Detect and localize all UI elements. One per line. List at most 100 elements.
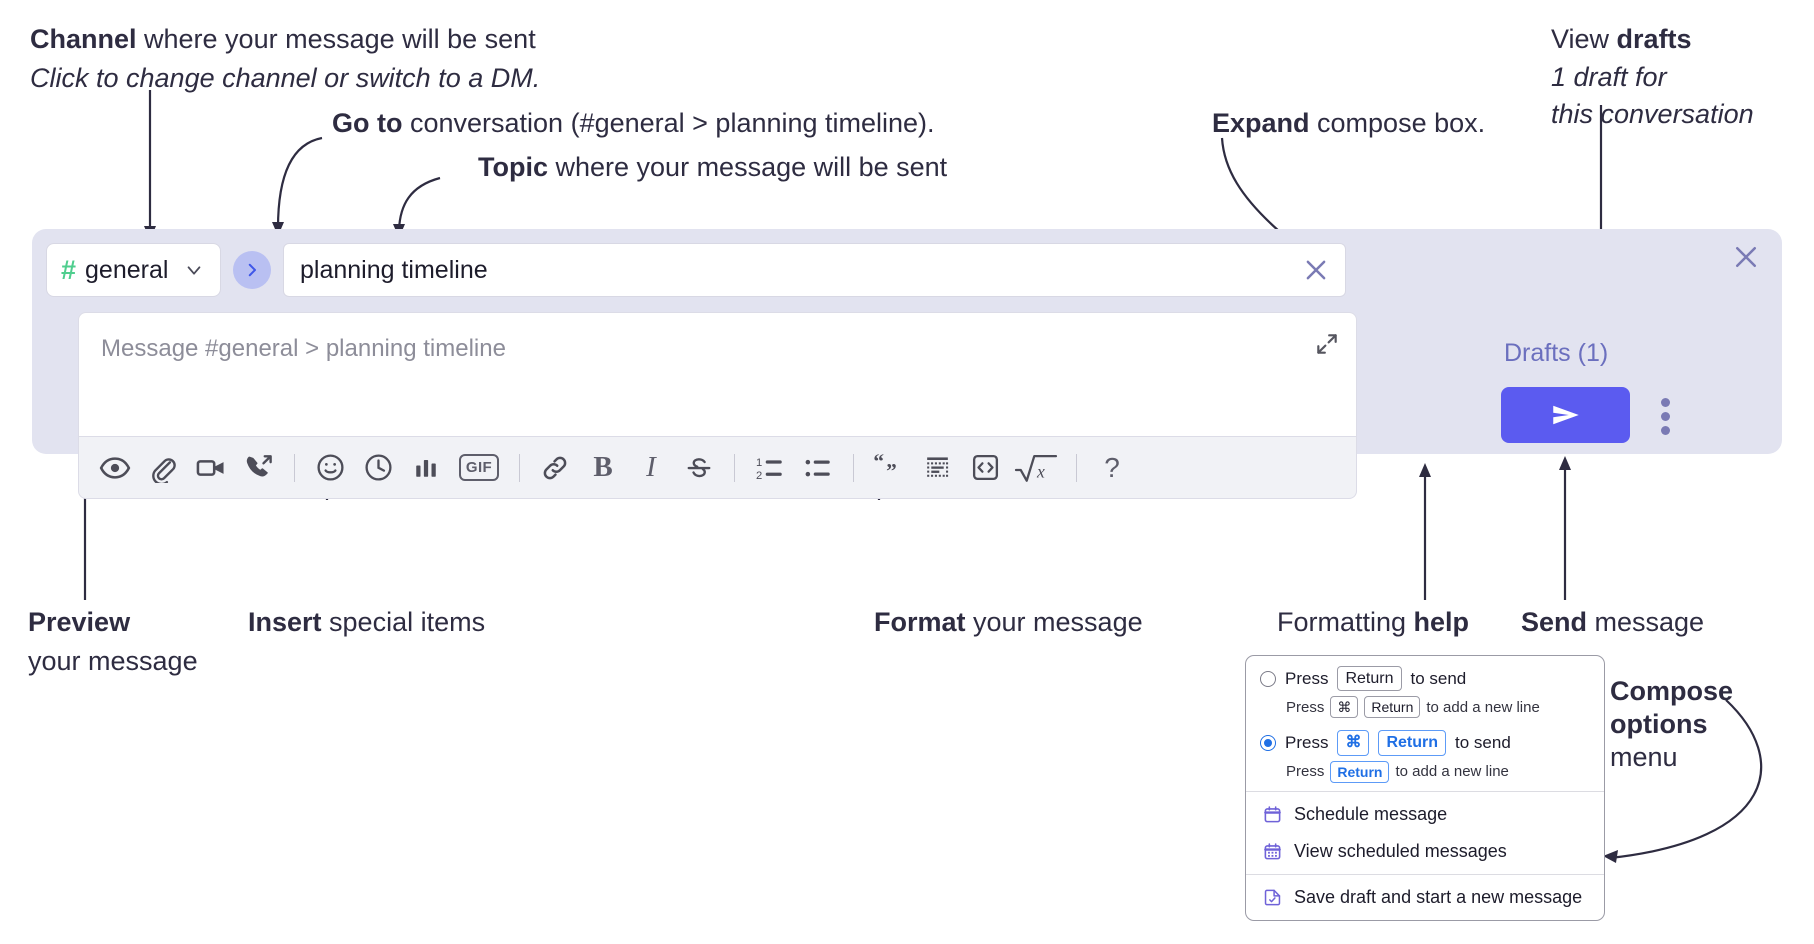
svg-text:x: x <box>1036 461 1045 481</box>
annotation-insert: Insert special items <box>248 605 485 640</box>
annotation-compose-options-bold2: options <box>1610 708 1708 739</box>
annotation-goto-rest: conversation (#general > planning timeli… <box>402 108 935 138</box>
annotation-format: Format your message <box>874 605 1143 640</box>
annotation-format-rest: your message <box>965 607 1143 637</box>
annotation-drafts: View drafts 1 draft for this conversatio… <box>1551 22 1754 132</box>
key-command: ⌘ <box>1330 696 1359 719</box>
annotation-compose-options-rest: menu <box>1610 741 1678 772</box>
annotation-format-bold: Format <box>874 607 966 637</box>
option1-post: to send <box>1410 668 1467 688</box>
annotation-help-bold: help <box>1413 607 1470 637</box>
annotation-topic: Topic where your message will be sent <box>478 150 947 185</box>
radio-unselected-icon[interactable] <box>1260 670 1276 687</box>
paperclip-icon[interactable] <box>139 444 187 492</box>
annotation-channel-bold: Channel <box>30 24 137 54</box>
emoji-icon[interactable] <box>306 444 354 492</box>
question-mark-icon[interactable]: ? <box>1088 444 1136 492</box>
annotation-topic-rest: where your message will be sent <box>548 152 948 182</box>
strikethrough-icon[interactable] <box>675 444 723 492</box>
annotation-preview-bold: Preview <box>28 607 131 637</box>
key-command: ⌘ <box>1337 730 1370 756</box>
italic-icon[interactable]: I <box>627 444 675 492</box>
annotation-expand-bold: Expand <box>1212 108 1310 138</box>
calendar-icon <box>1262 804 1283 825</box>
kebab-dot <box>1660 411 1670 421</box>
bar-chart-icon[interactable] <box>402 444 450 492</box>
blockquote-icon[interactable]: “ ” <box>865 444 913 492</box>
bullet-list-icon[interactable] <box>794 444 842 492</box>
toolbar-separator <box>734 453 735 482</box>
annotation-compose-options: Compose options menu <box>1610 675 1733 774</box>
option2-sub-pre: Press <box>1286 763 1325 781</box>
popup-divider <box>1246 790 1604 792</box>
key-return: Return <box>1337 666 1402 692</box>
phone-forward-icon[interactable] <box>235 444 283 492</box>
svg-text:“: “ <box>873 451 884 473</box>
send-button[interactable] <box>1501 387 1630 443</box>
annotation-topic-bold: Topic <box>478 152 548 182</box>
annotation-compose-options-bold1: Compose <box>1610 676 1734 706</box>
annotation-help: Formatting help <box>1277 605 1469 640</box>
annotation-insert-rest: special items <box>321 607 486 637</box>
send-option-return-hint: Press ⌘ Return to add a new line <box>1286 696 1590 719</box>
clear-topic-icon[interactable] <box>1301 255 1331 285</box>
channel-selector[interactable]: # general <box>46 243 221 297</box>
annotation-drafts-sub1: 1 draft for <box>1551 61 1667 92</box>
annotation-send: Send message <box>1521 605 1704 640</box>
popup-divider <box>1246 873 1604 875</box>
key-return: Return <box>1330 760 1390 783</box>
italic-glyph: I <box>646 451 656 483</box>
option1-pre: Press <box>1285 668 1329 688</box>
topic-input[interactable]: planning timeline <box>283 243 1346 297</box>
annotation-goto-bold: Go to <box>332 108 403 138</box>
send-option-return[interactable]: Press Return to send <box>1260 666 1590 692</box>
link-icon[interactable] <box>531 444 579 492</box>
video-camera-icon[interactable] <box>187 444 235 492</box>
annotation-expand: Expand compose box. <box>1212 106 1485 141</box>
drafts-link[interactable]: Drafts (1) <box>1504 339 1609 367</box>
compose-options-menu-button[interactable] <box>1652 396 1678 436</box>
math-icon[interactable]: x <box>1009 444 1065 492</box>
send-option-cmd-return[interactable]: Press ⌘ Return to send <box>1260 730 1590 756</box>
option2-sub-post: to add a new line <box>1395 763 1509 781</box>
clock-icon[interactable] <box>354 444 402 492</box>
hash-icon: # <box>61 254 77 285</box>
gif-icon[interactable]: GIF <box>450 444 508 492</box>
menu-item-schedule-message[interactable]: Schedule message <box>1246 796 1604 833</box>
option1-sub-pre: Press <box>1286 698 1325 716</box>
option2-pre: Press <box>1285 733 1329 753</box>
option2-post: to send <box>1455 733 1511 753</box>
menu-item-label: View scheduled messages <box>1294 840 1507 861</box>
annotation-channel-sub: Click to change channel or switch to a D… <box>30 62 541 93</box>
compose-box: # general planning timeline Message #gen… <box>32 229 1782 499</box>
menu-item-save-draft[interactable]: Save draft and start a new message <box>1246 879 1604 916</box>
bold-glyph: B <box>593 451 613 483</box>
go-to-conversation-button[interactable] <box>233 251 271 289</box>
message-input[interactable]: Message #general > planning timeline <box>78 312 1357 437</box>
annotation-goto: Go to conversation (#general > planning … <box>332 106 935 141</box>
annotation-insert-bold: Insert <box>248 607 322 637</box>
close-icon[interactable] <box>1728 239 1764 275</box>
radio-selected-icon[interactable] <box>1260 735 1276 752</box>
key-return: Return <box>1378 730 1447 756</box>
svg-text:1: 1 <box>756 457 762 469</box>
kebab-dot <box>1660 397 1670 407</box>
menu-item-view-scheduled-messages[interactable]: View scheduled messages <box>1246 833 1604 870</box>
help-glyph: ? <box>1104 451 1120 483</box>
bold-icon[interactable]: B <box>579 444 627 492</box>
calendar-grid-icon <box>1262 841 1283 862</box>
send-option-cmd-return-hint: Press Return to add a new line <box>1286 760 1590 783</box>
annotation-drafts-pre: View <box>1551 24 1617 54</box>
inline-code-icon[interactable] <box>961 444 1009 492</box>
send-shortcut-options: Press Return to send Press ⌘ Return to a… <box>1246 656 1604 791</box>
toolbar-separator <box>853 453 854 482</box>
annotation-drafts-sub2: this conversation <box>1551 99 1754 130</box>
code-block-icon[interactable] <box>913 444 961 492</box>
expand-compose-icon[interactable] <box>1312 329 1342 359</box>
annotation-drafts-bold: drafts <box>1616 24 1692 54</box>
toolbar-separator <box>294 453 295 482</box>
eye-icon[interactable] <box>91 444 139 492</box>
compose-header-row: # general planning timeline <box>46 243 1346 297</box>
